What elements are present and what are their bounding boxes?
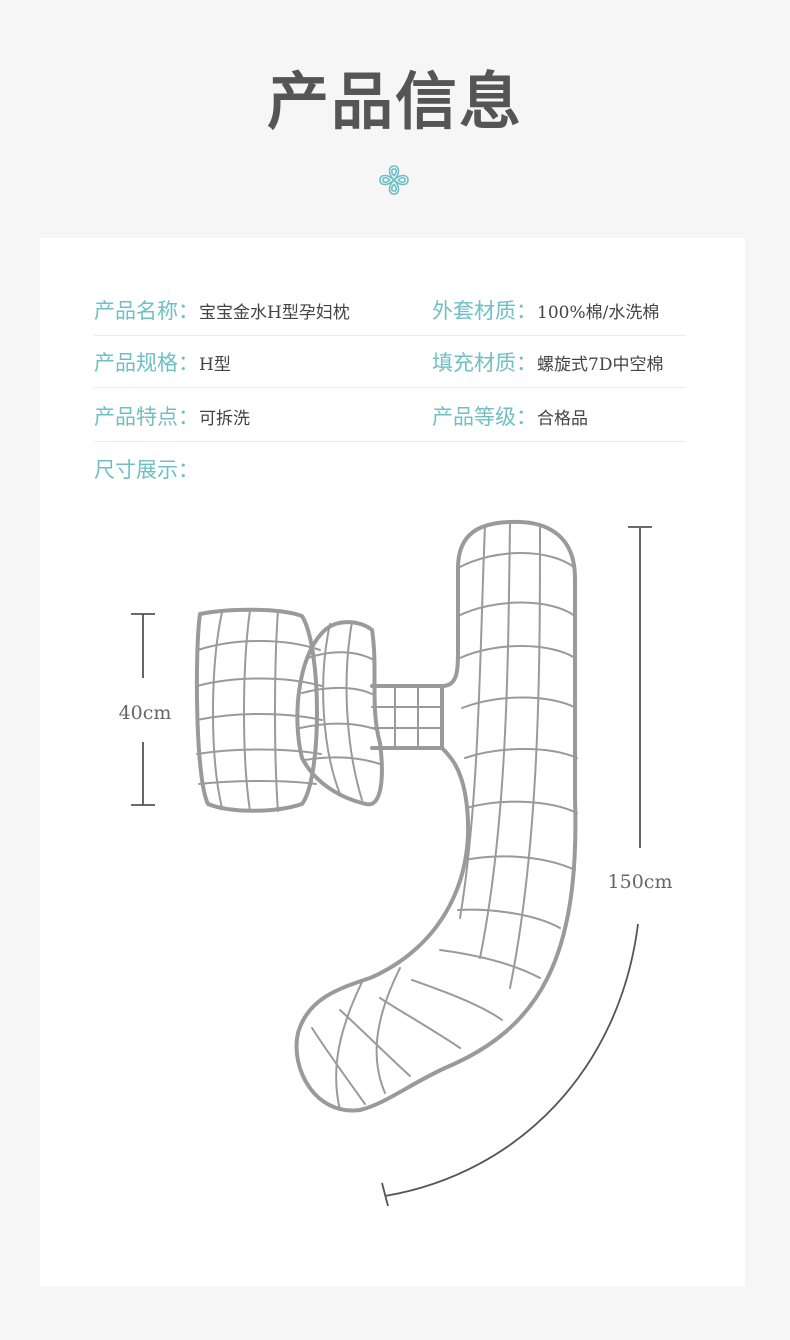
connector-section bbox=[370, 684, 444, 750]
back-cushion bbox=[194, 607, 323, 813]
dimensions-section-label: 尺寸展示： bbox=[94, 458, 199, 482]
height-dimension-marker bbox=[131, 613, 155, 806]
spec-label: 产品名称： bbox=[94, 299, 199, 323]
belly-cushion bbox=[295, 620, 384, 807]
spec-label: 产品等级： bbox=[432, 405, 537, 429]
height-dimension-label: 40cm bbox=[119, 702, 172, 724]
spec-value: 合格品 bbox=[537, 408, 588, 429]
spec-label: 填充材质： bbox=[432, 351, 537, 375]
spec-value: 宝宝金水H型孕妇枕 bbox=[199, 302, 350, 323]
pregnancy-pillow-illustration bbox=[194, 519, 578, 1113]
spec-value: 螺旋式7D中空棉 bbox=[537, 354, 664, 375]
spec-label: 产品特点： bbox=[94, 405, 199, 429]
pillow-dimension-diagram: 40cm 150cm bbox=[119, 519, 673, 1207]
spec-row: 产品规格： H型 填充材质： 螺旋式7D中空棉 bbox=[94, 336, 686, 388]
product-info-card: 产品名称： 宝宝金水H型孕妇枕 外套材质： 100%棉/水洗棉 产品规格： H型… bbox=[40, 238, 745, 1286]
row-divider bbox=[94, 335, 686, 336]
spec-value: 100%棉/水洗棉 bbox=[537, 302, 660, 323]
spec-label: 产品规格： bbox=[94, 351, 199, 375]
spec-label: 外套材质： bbox=[432, 299, 537, 323]
length-dimension-marker bbox=[381, 526, 652, 1207]
spec-value: H型 bbox=[199, 354, 231, 375]
long-body-cushion bbox=[294, 519, 578, 1113]
ornament-icon bbox=[379, 165, 409, 195]
spec-row: 产品特点： 可拆洗 产品等级： 合格品 bbox=[94, 390, 686, 442]
row-divider bbox=[94, 441, 686, 442]
row-divider bbox=[94, 387, 686, 388]
page-title: 产品信息 bbox=[266, 65, 523, 138]
spec-value: 可拆洗 bbox=[199, 408, 250, 429]
length-dimension-label: 150cm bbox=[608, 871, 673, 893]
spec-row: 产品名称： 宝宝金水H型孕妇枕 外套材质： 100%棉/水洗棉 bbox=[94, 284, 686, 336]
